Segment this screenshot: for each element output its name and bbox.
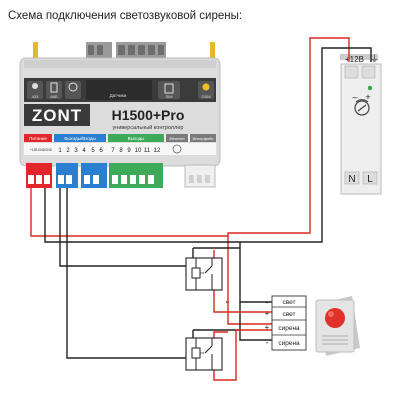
svg-text:4: 4 [82, 148, 86, 154]
battery-icon [50, 82, 58, 93]
siren-device [315, 296, 360, 356]
svg-text:-: - [266, 338, 269, 347]
control-wire-1 [59, 188, 186, 267]
svg-text:9: 9 [127, 148, 131, 154]
wires [30, 37, 372, 381]
ethernet-section-header [166, 134, 188, 142]
relay-2-contact [204, 345, 213, 354]
terminal-siren-plus: сирена [278, 325, 300, 332]
power-supply: +12В ⏚ – + N L [340, 54, 382, 195]
model-name: H1500+Pro [112, 107, 185, 123]
svg-text:L: L [367, 174, 373, 185]
radio-icon [32, 83, 38, 89]
svg-text:6: 6 [99, 148, 103, 154]
sim-icon [164, 83, 174, 94]
control-wire-2 [66, 188, 186, 359]
terminal-siren-minus: сирена [278, 340, 300, 347]
svg-text:Выходы: Выходы [128, 136, 145, 141]
svg-text:Ethernet: Ethernet [169, 136, 185, 141]
brand-logo: ZONT [32, 106, 82, 125]
svg-text:5: 5 [91, 148, 95, 154]
svg-text:11: 11 [144, 148, 151, 154]
svg-text:Интерфейс: Интерфейс [192, 136, 213, 141]
svg-text:10: 10 [135, 148, 142, 154]
svg-text:2: 2 [66, 148, 70, 154]
sensor-label-strip [86, 80, 152, 100]
interface-section-header [190, 134, 216, 142]
svg-text:+: + [265, 323, 270, 332]
svg-text:Питание: Питание [29, 136, 47, 141]
svg-text:Датчики: Датчики [110, 93, 127, 98]
terminal-light-minus: свет [282, 299, 295, 306]
svg-text:GSM: GSM [201, 94, 210, 99]
svg-text:12: 12 [154, 148, 161, 154]
ethernet-icon [172, 144, 182, 154]
red-wire-psu [227, 37, 350, 236]
relay2-output [213, 329, 272, 381]
brand-plate [24, 104, 90, 126]
svg-text:7: 7 [111, 148, 115, 154]
svg-text:АКБ: АКБ [50, 94, 58, 99]
relay-1 [185, 257, 223, 291]
model-subtitle: универсальный контроллер [113, 124, 184, 131]
controller: 433 АКБ SIM GSM Датчики ZONT H1500+Pro у… [19, 42, 221, 188]
svg-text:1: 1 [58, 148, 62, 154]
svg-text:-: - [266, 298, 269, 307]
svg-text:433: 433 [32, 94, 39, 99]
relay-2-box [185, 337, 223, 371]
psu-led [367, 85, 373, 91]
svg-text:–: – [352, 92, 357, 102]
siren-terminals: - + + - свет свет сирена сирена [265, 295, 307, 351]
svg-text:+12В: +12В [30, 148, 38, 152]
io-section-header [54, 134, 106, 142]
antenna-right [210, 42, 215, 62]
gsm-icon [202, 83, 210, 91]
svg-text:GND: GND [38, 148, 46, 152]
svg-text:+: + [365, 92, 370, 102]
svg-text:+: + [265, 309, 270, 318]
adjust-potentiometer-icon [354, 100, 370, 116]
relay-2 [185, 337, 223, 371]
clock-icon [68, 82, 78, 92]
red-wire-siren-plus [227, 302, 272, 325]
relay-1-box [185, 257, 223, 291]
svg-text:N: N [348, 174, 355, 185]
svg-text:+12В: +12В [345, 55, 364, 64]
power-section-header [24, 134, 52, 142]
svg-text:Выходы/Входы: Выходы/Входы [64, 136, 95, 141]
relay-1-contact [204, 265, 213, 274]
antenna-left [33, 42, 38, 62]
svg-text:8: 8 [119, 148, 123, 154]
terminal-light-plus: свет [282, 311, 295, 318]
relay1-output [213, 290, 272, 313]
black-wire-siren-minus [239, 302, 272, 341]
black-wire-light-minus [239, 242, 272, 303]
svg-text:⏚: ⏚ [370, 54, 379, 64]
siren-lamp [325, 308, 345, 328]
black-wire-psu [44, 47, 372, 243]
diagram-title: Схема подключения светозвуковой сирены: [8, 10, 243, 22]
outputs-section-header [108, 134, 164, 142]
svg-text:SIM: SIM [165, 94, 172, 99]
svg-text:GND: GND [45, 148, 53, 152]
svg-text:3: 3 [74, 148, 78, 154]
